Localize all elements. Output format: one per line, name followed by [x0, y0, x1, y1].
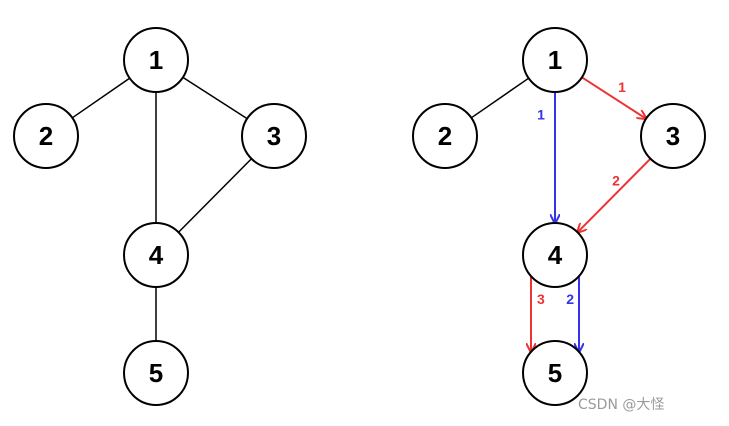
left-node-5: 5 — [123, 340, 189, 406]
left-edge-1-2 — [71, 77, 131, 119]
right-node-3-label: 3 — [666, 121, 680, 151]
right-node-2-label: 2 — [438, 121, 452, 151]
right-edge-label-4-5-blue: 2 — [566, 291, 574, 307]
left-node-1-circle — [123, 27, 189, 93]
left-node-4-circle — [123, 222, 189, 288]
left-node-3-circle — [241, 103, 307, 169]
left-node-5-label: 5 — [149, 358, 163, 388]
right-edge-label-3-4-red: 2 — [612, 173, 620, 189]
left-edge-3-4 — [177, 158, 253, 233]
left-node-2-label: 2 — [39, 121, 53, 151]
left-node-3: 3 — [241, 103, 307, 169]
right-edge-3-4-red — [578, 158, 652, 233]
right-graph-edge-labels: 1 1 2 2 3 — [537, 79, 626, 307]
right-node-3-circle — [640, 103, 706, 169]
right-edge-label-4-5-red: 3 — [537, 291, 545, 307]
left-node-4-label: 4 — [149, 240, 164, 270]
right-graph: 1 1 2 2 3 1 2 3 4 5 — [412, 27, 706, 406]
right-graph-edges — [470, 76, 652, 352]
right-edge-label-1-3-red: 1 — [618, 79, 626, 95]
right-node-5-label: 5 — [548, 358, 562, 388]
right-node-3: 3 — [640, 103, 706, 169]
left-node-1-label: 1 — [149, 45, 163, 75]
left-graph-edges — [71, 76, 253, 341]
left-node-2: 2 — [13, 103, 79, 169]
left-graph: 1 2 3 4 5 — [13, 27, 307, 406]
right-node-4-circle — [522, 222, 588, 288]
watermark: CSDN @大怪 — [578, 397, 665, 413]
left-node-2-circle — [13, 103, 79, 169]
right-node-4: 4 — [522, 222, 588, 288]
left-node-1: 1 — [123, 27, 189, 93]
left-graph-nodes: 1 2 3 4 5 — [13, 27, 307, 406]
left-node-5-circle — [123, 340, 189, 406]
right-node-1: 1 — [522, 27, 588, 93]
right-graph-nodes: 1 2 3 4 5 — [412, 27, 706, 406]
right-node-4-label: 4 — [548, 240, 563, 270]
left-node-4: 4 — [123, 222, 189, 288]
right-edge-1-2 — [470, 77, 530, 119]
right-node-2: 2 — [412, 103, 478, 169]
right-edge-1-3-red — [581, 76, 646, 118]
left-edge-1-3 — [182, 76, 248, 120]
right-node-5-circle — [522, 340, 588, 406]
right-node-1-label: 1 — [548, 45, 562, 75]
right-node-1-circle — [522, 27, 588, 93]
right-node-5: 5 — [522, 340, 588, 406]
left-node-3-label: 3 — [267, 121, 281, 151]
right-edge-label-1-4-blue: 1 — [537, 107, 545, 123]
right-node-2-circle — [412, 103, 478, 169]
